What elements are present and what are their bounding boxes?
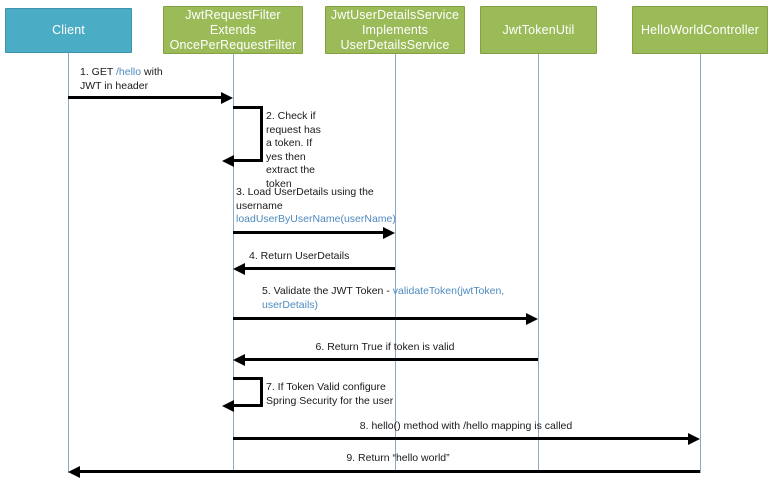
participant-jwt-request-filter[interactable]: JwtRequestFilter Extends OncePerRequestF… xyxy=(163,6,303,54)
message-1-text-code: /hello xyxy=(116,66,142,78)
message-9-label: 9. Return “hello world” xyxy=(346,452,450,464)
message-4-arrowhead xyxy=(233,262,245,275)
message-2-selfcall-bottom xyxy=(233,159,263,162)
message-7-arrowhead xyxy=(222,399,234,412)
participant-jwt-token-util-label: JwtTokenUtil xyxy=(502,22,575,37)
message-7-selfcall-top xyxy=(233,377,263,380)
message-6-arrowhead xyxy=(233,353,245,366)
participant-hello-world-controller-label: HelloWorldController xyxy=(640,22,760,37)
message-8-arrow-line xyxy=(233,437,690,440)
message-3-text-plain: 3. Load UserDetails using the username xyxy=(236,186,374,212)
participant-jwt-request-filter-label: JwtRequestFilter Extends OncePerRequestF… xyxy=(169,7,297,52)
message-9-arrowhead xyxy=(68,465,80,478)
message-6-arrow-line xyxy=(243,358,538,361)
message-3-arrowhead xyxy=(383,226,395,239)
message-3-text-code: loadUserByUserName(userName) xyxy=(236,213,396,225)
message-2-label: 2. Check if request has a token. If yes … xyxy=(266,110,321,190)
message-1-text-tail: with JWT in header xyxy=(80,66,163,92)
message-3-label: 3. Load UserDetails using the username l… xyxy=(236,186,416,227)
participant-jwt-token-util[interactable]: JwtTokenUtil xyxy=(480,6,597,54)
message-7-selfcall xyxy=(222,377,263,412)
message-2-selfcall-right xyxy=(260,106,263,162)
message-3-arrow-line xyxy=(233,231,385,234)
message-7-selfcall-bottom xyxy=(233,404,263,407)
lifeline-jwt-token-util xyxy=(538,54,539,473)
message-9-arrow-line xyxy=(78,470,700,473)
message-7-label: 7. If Token Valid configure Spring Secur… xyxy=(266,381,394,407)
message-6-label: 6. Return True if token is valid xyxy=(315,341,455,353)
message-5-arrow-line xyxy=(233,317,528,320)
lifeline-client xyxy=(68,53,69,473)
message-8-label: 8. hello() method with /hello mapping is… xyxy=(359,420,573,432)
message-1-text-plain: 1. GET xyxy=(80,66,116,78)
message-7-selfcall-right xyxy=(260,377,263,407)
message-2-selfcall xyxy=(222,106,263,167)
message-5-text-code: validateToken(jwtToken, userDetails) xyxy=(262,285,505,311)
message-5-arrowhead xyxy=(526,312,538,325)
participant-hello-world-controller[interactable]: HelloWorldController xyxy=(632,6,768,54)
participant-jwt-user-details-service-label: JwtUserDetailsService Implements UserDet… xyxy=(330,7,460,52)
message-5-label: 5. Validate the JWT Token - validateToke… xyxy=(262,285,532,312)
lifeline-hello-world-controller xyxy=(700,54,701,473)
message-4-arrow-line xyxy=(243,267,395,270)
message-5-text-plain: 5. Validate the JWT Token - xyxy=(262,285,393,297)
message-1-label: 1. GET /hello with JWT in header xyxy=(80,66,230,93)
message-8-arrowhead xyxy=(688,432,700,445)
message-1-arrowhead xyxy=(221,91,233,104)
participant-client[interactable]: Client xyxy=(5,8,132,53)
participant-client-label: Client xyxy=(52,23,85,37)
message-2-selfcall-top xyxy=(233,106,263,109)
message-1-arrow-line xyxy=(68,96,223,99)
participant-jwt-user-details-service[interactable]: JwtUserDetailsService Implements UserDet… xyxy=(325,6,465,54)
message-4-label: 4. Return UserDetails xyxy=(249,250,350,262)
message-2-arrowhead xyxy=(222,154,234,167)
lifeline-jwt-user-details-service xyxy=(395,54,396,473)
